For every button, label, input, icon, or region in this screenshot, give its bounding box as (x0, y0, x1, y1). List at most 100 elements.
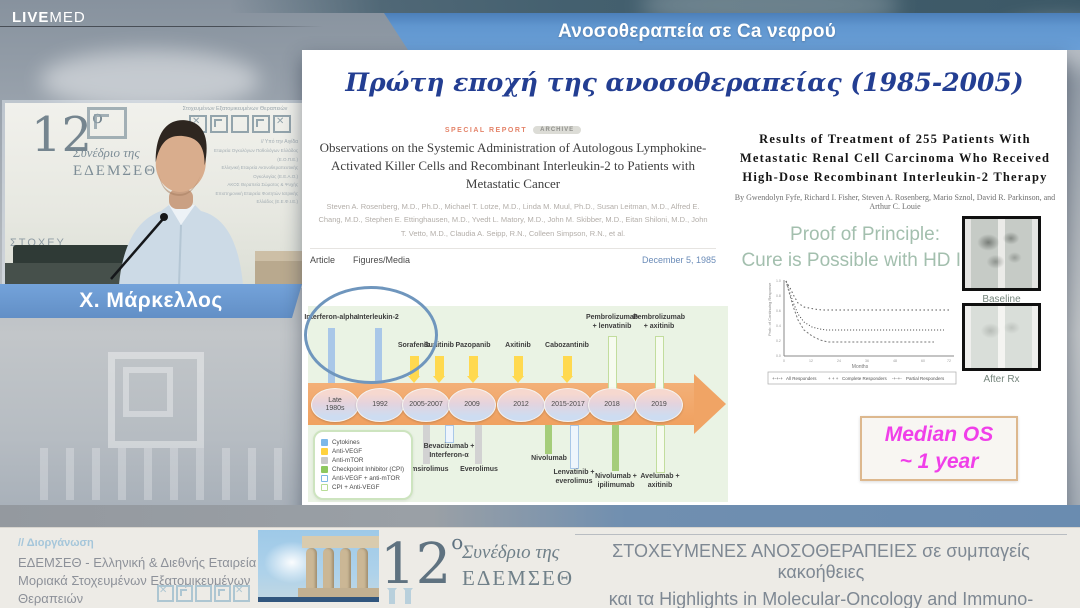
drug-label: Pembrolizumab + axitinib (632, 314, 686, 330)
rule-top (575, 534, 1067, 535)
timeline-year: 2015-2017 (544, 388, 592, 422)
proof-of-principle-text: Proof of Principle: Cure is Possible wit… (740, 222, 990, 273)
drug-label: Bevacizumab + Interferon-α (423, 443, 475, 459)
backdrop-strip (0, 505, 1080, 527)
drug-label: Nivolumab (531, 455, 567, 462)
cloud (40, 50, 260, 110)
legend-item: Anti-mTOR (321, 457, 405, 464)
drug-label: Avelumab + axitinib (640, 473, 680, 489)
xray-after-image (962, 303, 1041, 371)
legend-item: Anti-VEGF + anti-mTOR (321, 475, 405, 482)
drug-bar (608, 336, 617, 390)
paper-jco-authors: By Gwendolyn Fyfe, Richard I. Fisher, St… (734, 193, 1056, 212)
organizer-line: Μοριακά Στοχευμένων Εξατομικευμένων (18, 573, 251, 589)
svg-text:60: 60 (921, 359, 925, 363)
plot-legend-1: All Responders (786, 376, 817, 381)
median-os-line1: Median OS (884, 423, 994, 447)
speaker-video-feed: 12ο Συνέδριο της ΕΔΕΜΣΕΘ Στοχευμένων Εξα… (5, 103, 302, 285)
drug-bar (545, 425, 552, 454)
lecture-title-band: Ανοσοθεραπεία σε Ca νεφρού (384, 13, 1080, 50)
timeline-year: 2009 (448, 388, 496, 422)
congress-logo-number: 12ο (380, 530, 464, 597)
footer-banner: // Διοργάνωση ΕΔΕΜΣΕΘ - Ελληνική & Διεθν… (0, 527, 1080, 608)
congress-title-line2: και τα Highlights in Molecular-Oncology … (608, 589, 1034, 608)
greek-meander-ornament (108, 352, 204, 448)
drug-bar (512, 356, 524, 383)
drug-bar (612, 425, 619, 471)
congress-logo-line1: Συνέδριο της (462, 542, 560, 563)
svg-text:0.8: 0.8 (776, 294, 781, 298)
legend-swatch-anti-vegf (321, 448, 328, 455)
horizon-strip (230, 0, 1080, 13)
drug-bar (475, 425, 482, 464)
congress-logo-line2: ΕΔΕΜΣΕΘ (462, 566, 575, 590)
paper-nejm-title: Observations on the Systemic Administrat… (319, 140, 707, 192)
livemed-logo-light: MED (49, 9, 86, 26)
aegis-line: Ελληνική Εταιρεία Ακτινοθεραπευτικής Ογκ… (221, 165, 298, 179)
drug-label: Temsirolimus (403, 466, 449, 473)
svg-text:0.4: 0.4 (776, 324, 781, 328)
svg-text:24: 24 (837, 359, 841, 363)
drug-bar (561, 356, 573, 383)
drug-label: Everolimus (460, 466, 498, 473)
paper-jco-title: Results of Treatment of 255 Patients Wit… (739, 132, 1051, 184)
drug-bar (467, 356, 479, 383)
timeline-legend: Cytokines Anti-VEGF Anti-mTOR Checkpoint… (313, 430, 413, 500)
legend-item: CPI + Anti-VEGF (321, 484, 405, 491)
svg-text:0.2: 0.2 (776, 339, 781, 343)
paper-jco: Results of Treatment of 255 Patients Wit… (726, 130, 1064, 211)
proof-line1: Proof of Principle: (790, 224, 940, 245)
legend-swatch-anti-mtor (321, 457, 328, 464)
drug-label: Pazopanib (455, 342, 491, 349)
backdrop-meander-icon (87, 107, 127, 139)
svg-text:+-+-+: +-+-+ (772, 376, 783, 381)
congress-title-block: ΣΤΟΧΕΥΜΕΝΕΣ ΑΝΟΣΟΘΕΡΑΠΕΙΕΣ σε συμπαγείς … (575, 531, 1067, 608)
plot-legend-3: Partial Responders (906, 376, 945, 381)
backdrop-congress-line1: Συνέδριο της (73, 145, 140, 160)
drug-bar (656, 425, 665, 473)
timeline-year: Late 1980s (311, 388, 359, 422)
legend-item: Anti-VEGF (321, 448, 405, 455)
presentation-slide: Πρώτη εποχή της ανοσοθεραπείας (1985-200… (302, 50, 1067, 527)
drug-bar (570, 425, 579, 469)
plot-xlabel: Months (852, 364, 869, 370)
timeline-year: 2005-2007 (402, 388, 450, 422)
legend-swatch-cytokines (321, 439, 328, 446)
timeline-arrow-head (694, 374, 726, 434)
footer-meander-icon (157, 585, 250, 602)
paper-nejm-authors: Steven A. Rosenberg, M.D., Ph.D., Michae… (318, 201, 708, 238)
aegis-line: ΑΚΟΣ Θεραπεία Σώματος & Ψυχής (227, 182, 298, 188)
paper-nejm: SPECIAL REPORT ARCHIVE Observations on t… (310, 126, 716, 265)
timeline-year: 2019 (635, 388, 683, 422)
aegis-line: Εταιρεία Ογκολόγων Παθολόγων Ελλάδος (Ε.… (214, 148, 298, 162)
svg-text:-+-+-: -+-+- (892, 376, 902, 381)
svg-text:0.6: 0.6 (776, 309, 781, 313)
svg-text:+ + +: + + + (828, 376, 839, 381)
drug-bar (655, 336, 664, 390)
livemed-logo: LIVEMED (12, 9, 86, 26)
proof-line2: Cure is Possible with HD IL-2 (741, 249, 989, 271)
livemed-logo-bold: LIVE (12, 9, 50, 26)
drug-label: Axitinib (505, 342, 531, 349)
drug-bar (423, 425, 430, 464)
congress-logo-columns (387, 588, 413, 604)
legend-swatch-cpi-vegf (321, 484, 328, 491)
organizer-label: // Διοργάνωση (18, 537, 94, 549)
svg-text:36: 36 (865, 359, 869, 363)
stone-column (255, 251, 302, 285)
xray-after-label: After Rx (983, 374, 1020, 385)
legend-item: Cytokines (321, 439, 405, 446)
speaker-avatar (110, 120, 243, 285)
xray-baseline-image (962, 216, 1041, 291)
drug-label: Nivolumab + ipilimumab (595, 473, 637, 489)
legend-swatch-cpi (321, 466, 328, 473)
drug-label: Pembrolizumab + lenvatinib (585, 314, 639, 330)
slide-title: Πρώτη εποχή της ανοσοθεραπείας (1985-200… (345, 68, 1024, 97)
speaker-name-bar: Χ. Μάρκελλος (0, 284, 302, 318)
paper-nejm-date: December 5, 1985 (641, 255, 716, 266)
congress-title-line1: ΣΤΟΧΕΥΜΕΝΕΣ ΑΝΟΣΟΘΕΡΑΠΕΙΕΣ σε συμπαγείς … (612, 541, 1030, 582)
special-report-kicker: SPECIAL REPORT (444, 126, 528, 134)
backdrop-small-header: Στοχευμένων Εξατομικευμένων Θεραπειών (182, 106, 288, 112)
